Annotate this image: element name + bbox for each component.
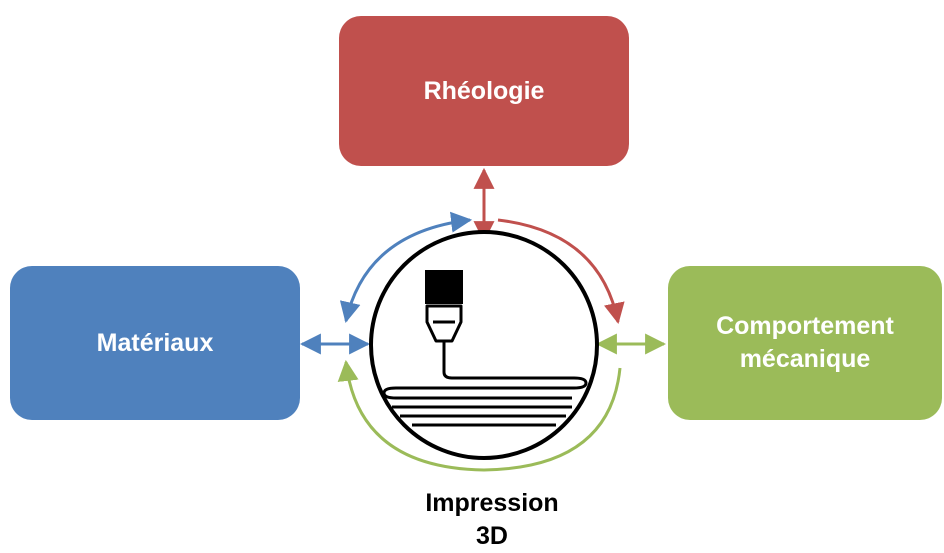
arc-rheologie-comportement	[497, 218, 625, 325]
arc-comportement-materiaux	[337, 359, 622, 472]
caption-line1: Impression	[425, 489, 559, 517]
node-rheologie-label: Rhéologie	[423, 76, 545, 105]
3d-printer-nozzle-icon	[382, 270, 588, 427]
node-materiaux: Matériaux	[10, 266, 300, 420]
center-caption: Impression 3D	[392, 487, 592, 553]
node-rheologie: Rhéologie	[339, 16, 629, 166]
arc-materiaux-rheologie	[339, 211, 473, 324]
node-comportement-label-line1: Comportement	[716, 312, 894, 340]
caption-line2: 3D	[476, 522, 508, 550]
node-comportement-mecanique: Comportement mécanique	[668, 266, 942, 420]
node-materiaux-label: Matériaux	[96, 328, 214, 357]
node-comportement-label-line2: mécanique	[739, 345, 871, 373]
